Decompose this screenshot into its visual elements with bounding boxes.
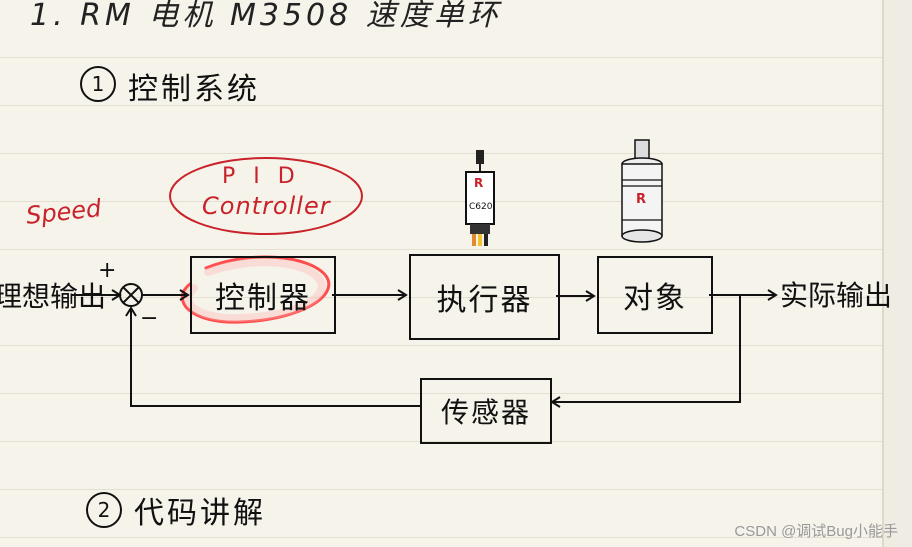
esc-model-label: C620	[469, 202, 493, 212]
plus-sign: +	[98, 258, 117, 283]
sensor-block: 传感器	[420, 378, 552, 444]
section-1-title: 控制系统	[128, 72, 260, 107]
m3508-motor-illustration	[621, 139, 663, 243]
page-heading: 1. RM 电机 M3508 速度单环	[30, 0, 502, 33]
controller-block: 控制器	[190, 256, 336, 334]
feedback-path-left	[130, 310, 420, 407]
page-margin-strip	[882, 0, 912, 547]
feedback-path-right	[552, 295, 741, 403]
actuator-label: 执行器	[436, 283, 533, 318]
minus-sign: −	[140, 306, 159, 331]
pid-annotation-ellipse	[169, 157, 363, 235]
section-2-number: 2	[86, 492, 122, 528]
actual-output-label: 实际输出	[780, 279, 893, 312]
plant-label: 对象	[623, 281, 687, 316]
actuator-block: 执行器	[409, 254, 560, 340]
controller-label: 控制器	[215, 281, 311, 316]
esc-brand-logo: R	[474, 176, 484, 190]
plant-block: 对象	[597, 256, 713, 334]
section-2-title: 代码讲解	[134, 496, 266, 531]
sensor-label: 传感器	[440, 396, 531, 429]
controller-english-label: Controller	[202, 192, 331, 220]
pid-label: PID	[222, 164, 313, 189]
esc-c620-illustration	[465, 150, 495, 246]
section-1-number: 1	[80, 66, 116, 102]
motor-brand-logo: R	[636, 192, 647, 207]
csdn-watermark: CSDN @调试Bug小能手	[734, 523, 898, 540]
ideal-output-label: 理想输出	[0, 280, 107, 313]
